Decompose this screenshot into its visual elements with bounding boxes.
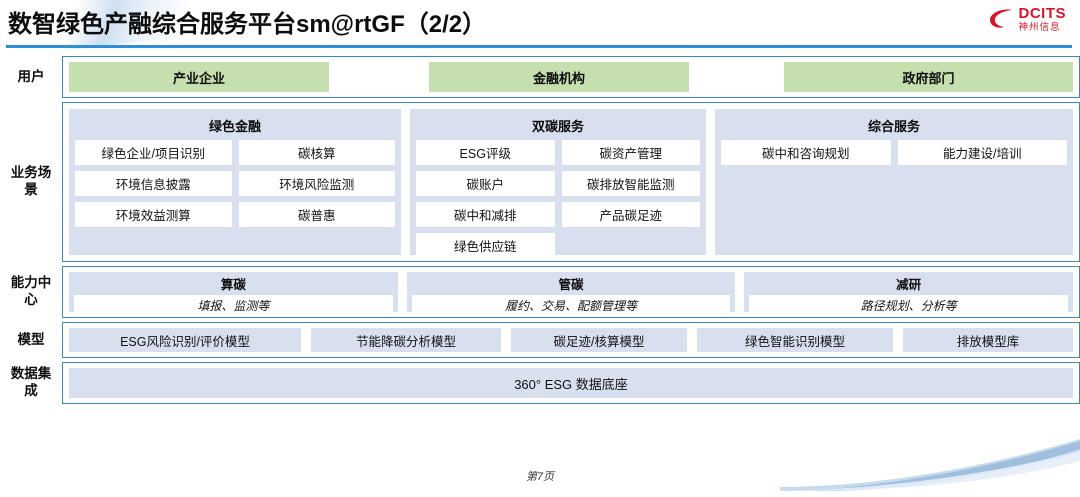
row-capability-center: 能力中心 算碳 填报、监测等 管碳 履约、交易、配额管理等 减研 路径规划、分析… (0, 266, 1080, 318)
capability-title: 减研 (896, 278, 922, 292)
scenario-cell[interactable]: 碳账户 (416, 171, 555, 196)
user-chip-industry[interactable]: 产业企业 (69, 62, 329, 92)
scenario-cell[interactable]: 绿色企业/项目识别 (75, 140, 232, 165)
scenario-cell[interactable]: 产品碳足迹 (561, 202, 700, 227)
model-chip-emission-library[interactable]: 排放模型库 (903, 328, 1073, 352)
scenario-cell[interactable]: 碳排放智能监测 (561, 171, 700, 196)
user-chip-financial[interactable]: 金融机构 (429, 62, 689, 92)
panel-cells-dual-carbon: ESG评级 碳资产管理 碳账户 碳排放智能监测 碳中和减排 产品碳足迹 绿色供应… (416, 140, 700, 258)
capability-title: 管碳 (558, 278, 584, 292)
scenario-cell[interactable]: 能力建设/培训 (897, 140, 1067, 165)
panel-integrated-service: 综合服务 碳中和咨询规划 能力建设/培训 (715, 109, 1073, 255)
row-body-users: 产业企业 金融机构 政府部门 (62, 56, 1080, 98)
logo-name: DCITS (1018, 5, 1066, 22)
scenario-cell[interactable]: 碳资产管理 (561, 140, 700, 165)
model-chip-esg-risk[interactable]: ESG风险识别/评价模型 (69, 328, 301, 352)
row-users: 用户 产业企业 金融机构 政府部门 (0, 56, 1080, 98)
panel-green-finance: 绿色金融 绿色企业/项目识别 碳核算 环境信息披露 环境风险监测 环境效益测算 … (69, 109, 401, 255)
row-data-integration: 数据集成 360° ESG 数据底座 (0, 362, 1080, 404)
spacer (329, 62, 429, 92)
user-chip-government[interactable]: 政府部门 (784, 62, 1073, 92)
page-number: 第7页 (525, 471, 555, 483)
panel-cells-green-finance: 绿色企业/项目识别 碳核算 环境信息披露 环境风险监测 环境效益测算 碳普惠 (75, 140, 395, 227)
architecture-grid: 用户 产业企业 金融机构 政府部门 业务场景 绿色金融 绿色企业/项目识别 碳核… (0, 56, 1080, 408)
scenario-cell[interactable]: 碳核算 (238, 140, 395, 165)
logo-subtitle: 神州信息 (1018, 22, 1061, 33)
scenario-cell[interactable]: 环境风险监测 (238, 171, 395, 196)
capability-desc: 路径规划、分析等 (749, 295, 1069, 316)
dcits-logo: DCITS 神州信息 (988, 6, 1067, 33)
model-chip-green-ai[interactable]: 绿色智能识别模型 (697, 328, 893, 352)
capability-desc: 履约、交易、配额管理等 (411, 295, 731, 316)
row-body-model: ESG风险识别/评价模型 节能降碳分析模型 碳足迹/核算模型 绿色智能识别模型 … (62, 322, 1080, 358)
dcits-swirl-icon (988, 8, 1014, 30)
capability-panel-reduce-research[interactable]: 减研 路径规划、分析等 (744, 272, 1074, 316)
panel-dual-carbon: 双碳服务 ESG评级 碳资产管理 碳账户 碳排放智能监测 碳中和减排 产品碳足迹… (410, 109, 706, 258)
header-divider (6, 45, 1072, 48)
row-label-data-integration: 数据集成 (10, 366, 52, 398)
row-label-business-scenario: 业务场景 (10, 165, 52, 197)
scenario-cell[interactable]: 环境信息披露 (75, 171, 232, 196)
capability-title: 算碳 (220, 278, 246, 292)
capability-panel-manage-carbon[interactable]: 管碳 履约、交易、配额管理等 (406, 272, 736, 316)
slide-header: 数智绿色产融综合服务平台sm@rtGF（2/2） DCITS 神州信息 (0, 0, 1080, 58)
scenario-cell[interactable]: 环境效益测算 (75, 202, 232, 227)
scenario-cell[interactable]: 碳中和减排 (416, 202, 555, 227)
row-model: 模型 ESG风险识别/评价模型 节能降碳分析模型 碳足迹/核算模型 绿色智能识别… (0, 322, 1080, 358)
row-body-data-integration: 360° ESG 数据底座 (62, 362, 1080, 404)
row-label-users: 用户 (17, 68, 45, 84)
panel-title-integrated-service: 综合服务 (867, 119, 920, 134)
row-label-capability-center: 能力中心 (10, 275, 52, 307)
row-label-model: 模型 (17, 331, 45, 347)
scenario-cell[interactable]: 碳中和咨询规划 (721, 140, 891, 165)
capability-desc: 填报、监测等 (74, 295, 393, 316)
model-chip-carbon-footprint[interactable]: 碳足迹/核算模型 (511, 328, 687, 352)
panel-title-dual-carbon: 双碳服务 (531, 119, 584, 134)
row-business-scenario: 业务场景 绿色金融 绿色企业/项目识别 碳核算 环境信息披露 环境风险监测 环境… (0, 102, 1080, 262)
row-body-capability-center: 算碳 填报、监测等 管碳 履约、交易、配额管理等 减研 路径规划、分析等 (62, 266, 1080, 318)
scenario-cell[interactable]: 绿色供应链 (416, 233, 555, 258)
model-chip-energy-saving[interactable]: 节能降碳分析模型 (311, 328, 501, 352)
scenario-cell[interactable]: ESG评级 (416, 140, 555, 165)
row-body-business-scenario: 绿色金融 绿色企业/项目识别 碳核算 环境信息披露 环境风险监测 环境效益测算 … (62, 102, 1080, 262)
panel-cells-integrated-service: 碳中和咨询规划 能力建设/培训 (721, 140, 1067, 165)
capability-panel-calc-carbon[interactable]: 算碳 填报、监测等 (69, 272, 398, 316)
scenario-cell[interactable]: 碳普惠 (238, 202, 395, 227)
data-chip-esg-foundation[interactable]: 360° ESG 数据底座 (69, 368, 1073, 398)
spacer (689, 62, 784, 92)
page-title: 数智绿色产融综合服务平台sm@rtGF（2/2） (8, 11, 487, 38)
panel-title-green-finance: 绿色金融 (208, 119, 261, 134)
